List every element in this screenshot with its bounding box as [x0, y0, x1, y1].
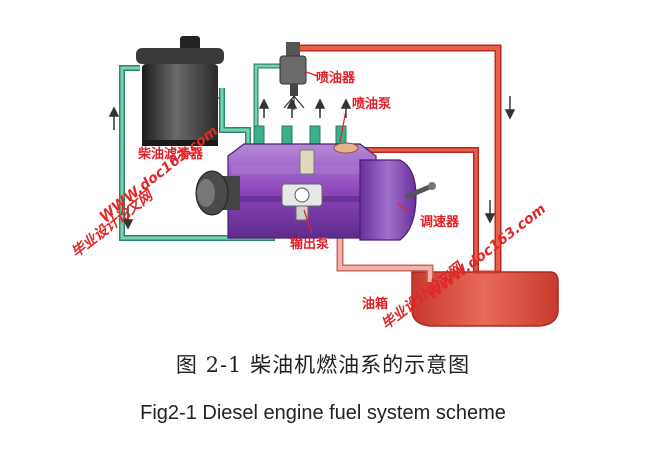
- return-pipe: [296, 44, 502, 272]
- governor: [359, 159, 436, 241]
- label-fuel-filter: 柴油滤清器: [137, 146, 204, 162]
- fuel-tank: [411, 271, 559, 327]
- label-injector: 喷油器: [316, 70, 356, 86]
- supply-pipe: [336, 228, 434, 282]
- leader-lines: [303, 71, 411, 235]
- injector: [279, 42, 307, 110]
- flow-arrows: [108, 88, 516, 230]
- fuel-filter: [136, 36, 224, 146]
- caption-english: Fig2-1 Diesel engine fuel system scheme: [140, 402, 506, 424]
- transfer-pump: [281, 183, 323, 221]
- label-governor: 调速器: [420, 214, 460, 230]
- watermark-name-left: 毕业设计论文网: [68, 186, 157, 261]
- label-fuel-tank: 油箱: [362, 296, 388, 312]
- drive-coupling: [195, 170, 240, 216]
- label-injection-pump: 喷油泵: [352, 96, 391, 112]
- label-transfer-pump: 输出泵: [290, 236, 329, 252]
- caption-chinese: 图 2-1 柴油机燃油系的示意图: [175, 353, 471, 377]
